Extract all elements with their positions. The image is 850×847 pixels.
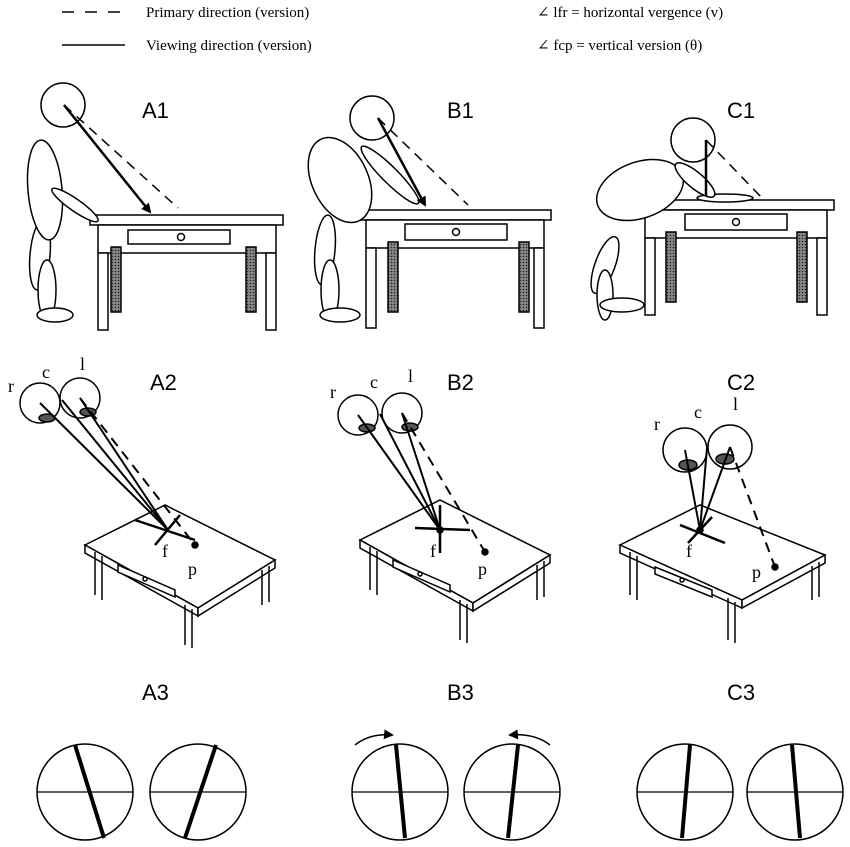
a2-label-f: f bbox=[162, 541, 168, 561]
fcp-definition: ∠ fcp = vertical version (θ) bbox=[537, 38, 702, 54]
b2-label-l: l bbox=[408, 366, 413, 386]
c2-label-f: f bbox=[686, 541, 692, 561]
a1-viewing-arrow bbox=[63, 104, 152, 214]
b2-label-c: c bbox=[370, 372, 378, 392]
a2-label-c: c bbox=[42, 362, 50, 382]
a2-label-l: l bbox=[80, 354, 85, 374]
primary-direction-label: Primary direction (version) bbox=[146, 5, 309, 21]
c2-label-c: c bbox=[694, 402, 702, 422]
c2-label-r: r bbox=[654, 414, 660, 434]
c2-scene bbox=[618, 424, 827, 643]
panel-label-b1: B1 bbox=[447, 98, 474, 123]
a1-table bbox=[89, 214, 284, 331]
b2-label-r: r bbox=[330, 382, 336, 402]
a1-person bbox=[26, 82, 99, 323]
a1-scene bbox=[26, 82, 284, 331]
b1-primary-line bbox=[377, 117, 469, 206]
b3-rotation-arrow-left bbox=[354, 729, 394, 746]
row2-letter-labels: r c l f p r c l f p r c l f p bbox=[8, 354, 761, 582]
b2-table bbox=[358, 499, 552, 643]
panel-label-a3: A3 bbox=[142, 680, 169, 705]
c1-table bbox=[636, 193, 835, 316]
a2-label-p: p bbox=[188, 559, 197, 579]
viewing-direction-label: Viewing direction (version) bbox=[146, 38, 312, 54]
a2-eyes bbox=[19, 377, 101, 424]
a1-primary-line bbox=[63, 104, 179, 209]
panel-label-a1: A1 bbox=[142, 98, 169, 123]
panel-label-b3: B3 bbox=[447, 680, 474, 705]
c2-table bbox=[618, 504, 827, 643]
b1-scene bbox=[307, 95, 552, 329]
panel-label-c1: C1 bbox=[727, 98, 755, 123]
panel-label-b2: B2 bbox=[447, 370, 474, 395]
c2-label-p: p bbox=[752, 562, 761, 582]
b1-viewing-arrow bbox=[376, 117, 427, 207]
panel-label-a2: A2 bbox=[150, 370, 177, 395]
lfr-definition: ∠ lfr = horizontal vergence (v) bbox=[537, 5, 723, 21]
b2-label-p: p bbox=[478, 559, 487, 579]
c1-scene bbox=[590, 117, 835, 321]
b3-rotation-arrow-right bbox=[508, 729, 551, 746]
c3-eyes bbox=[636, 743, 844, 841]
b1-person bbox=[307, 95, 420, 323]
panel-label-c3: C3 bbox=[727, 680, 755, 705]
panel-labels: A1 B1 C1 A2 B2 C2 A3 B3 C3 bbox=[142, 98, 755, 705]
panel-label-c2: C2 bbox=[727, 370, 755, 395]
b3-eyes bbox=[351, 729, 561, 841]
a2-scene bbox=[19, 377, 277, 648]
a2-table bbox=[83, 504, 277, 648]
c2-label-l: l bbox=[733, 394, 738, 414]
b1-table bbox=[357, 209, 552, 329]
a3-eyes bbox=[36, 743, 247, 841]
c1-primary-line bbox=[705, 139, 765, 201]
legend: Primary direction (version) Viewing dire… bbox=[62, 5, 723, 54]
c1-person bbox=[590, 117, 716, 321]
a2-label-r: r bbox=[8, 376, 14, 396]
b2-scene bbox=[337, 392, 552, 643]
b2-label-f: f bbox=[430, 541, 436, 561]
